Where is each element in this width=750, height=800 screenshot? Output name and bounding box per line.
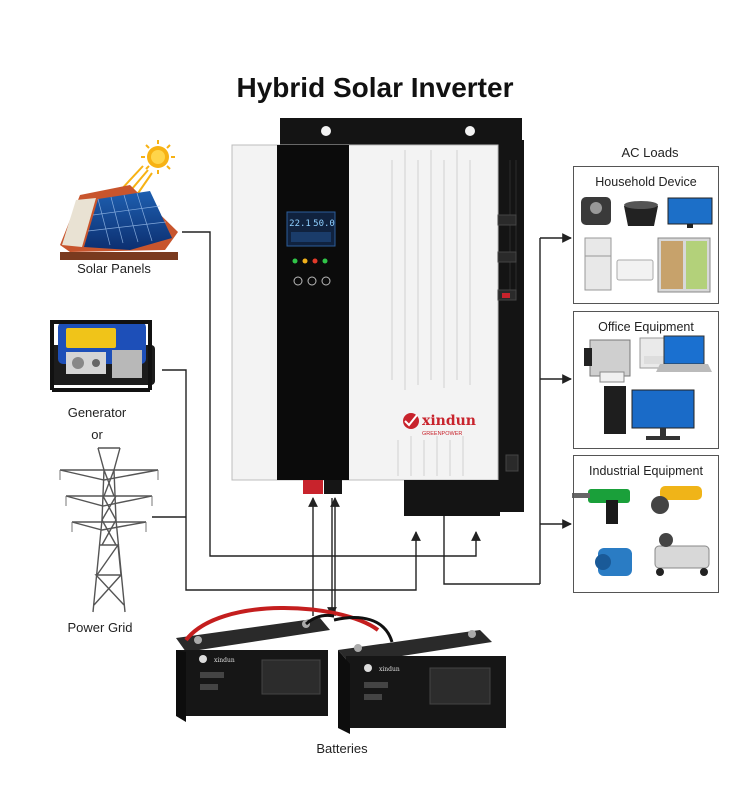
industrial-equipment-title: Industrial Equipment xyxy=(574,464,718,478)
batteries-label: Batteries xyxy=(282,741,402,756)
power-grid-label: Power Grid xyxy=(40,620,160,635)
lcd-right-readout: 50.0 xyxy=(313,219,335,229)
house-roof-icon xyxy=(60,185,178,260)
battery-left-brand: xindun xyxy=(214,657,235,664)
office-equipment-title: Office Equipment xyxy=(574,320,718,334)
generator-label: Generator xyxy=(40,405,154,420)
solar-panels-label: Solar Panels xyxy=(48,261,180,276)
wire-inverter-to-loads xyxy=(444,516,540,584)
inverter-front-panel xyxy=(277,145,349,480)
power-tower-image xyxy=(60,448,158,612)
office-equipment-box: Office Equipment xyxy=(573,311,719,449)
inverter-body xyxy=(232,145,498,480)
household-device-box: Household Device xyxy=(573,166,719,304)
solar-panels-image xyxy=(60,140,178,260)
inverter-brand-sub: GREENPOWER xyxy=(422,431,462,437)
household-device-title: Household Device xyxy=(574,175,718,189)
inverter-logo xyxy=(403,413,419,429)
industrial-equipment-box: Industrial Equipment xyxy=(573,455,719,593)
ac-loads-label: AC Loads xyxy=(595,145,705,160)
inverter-terminal-block xyxy=(404,480,500,516)
battery-left: xindun xyxy=(176,618,330,722)
or-label: or xyxy=(40,427,154,442)
battery-right: xindun xyxy=(338,630,506,734)
battery-connector-black xyxy=(324,480,342,494)
battery-pack: xindun xindun xyxy=(176,608,506,734)
generator-image xyxy=(50,322,155,390)
lcd-left-readout: 22.1 xyxy=(289,219,311,229)
inverter-brand: xindun xyxy=(422,413,476,429)
battery-right-brand: xindun xyxy=(379,666,400,673)
inverter-unit: 22.1 50.0 xindun GREENPOWER xyxy=(232,118,524,516)
battery-connector-red xyxy=(303,480,323,494)
